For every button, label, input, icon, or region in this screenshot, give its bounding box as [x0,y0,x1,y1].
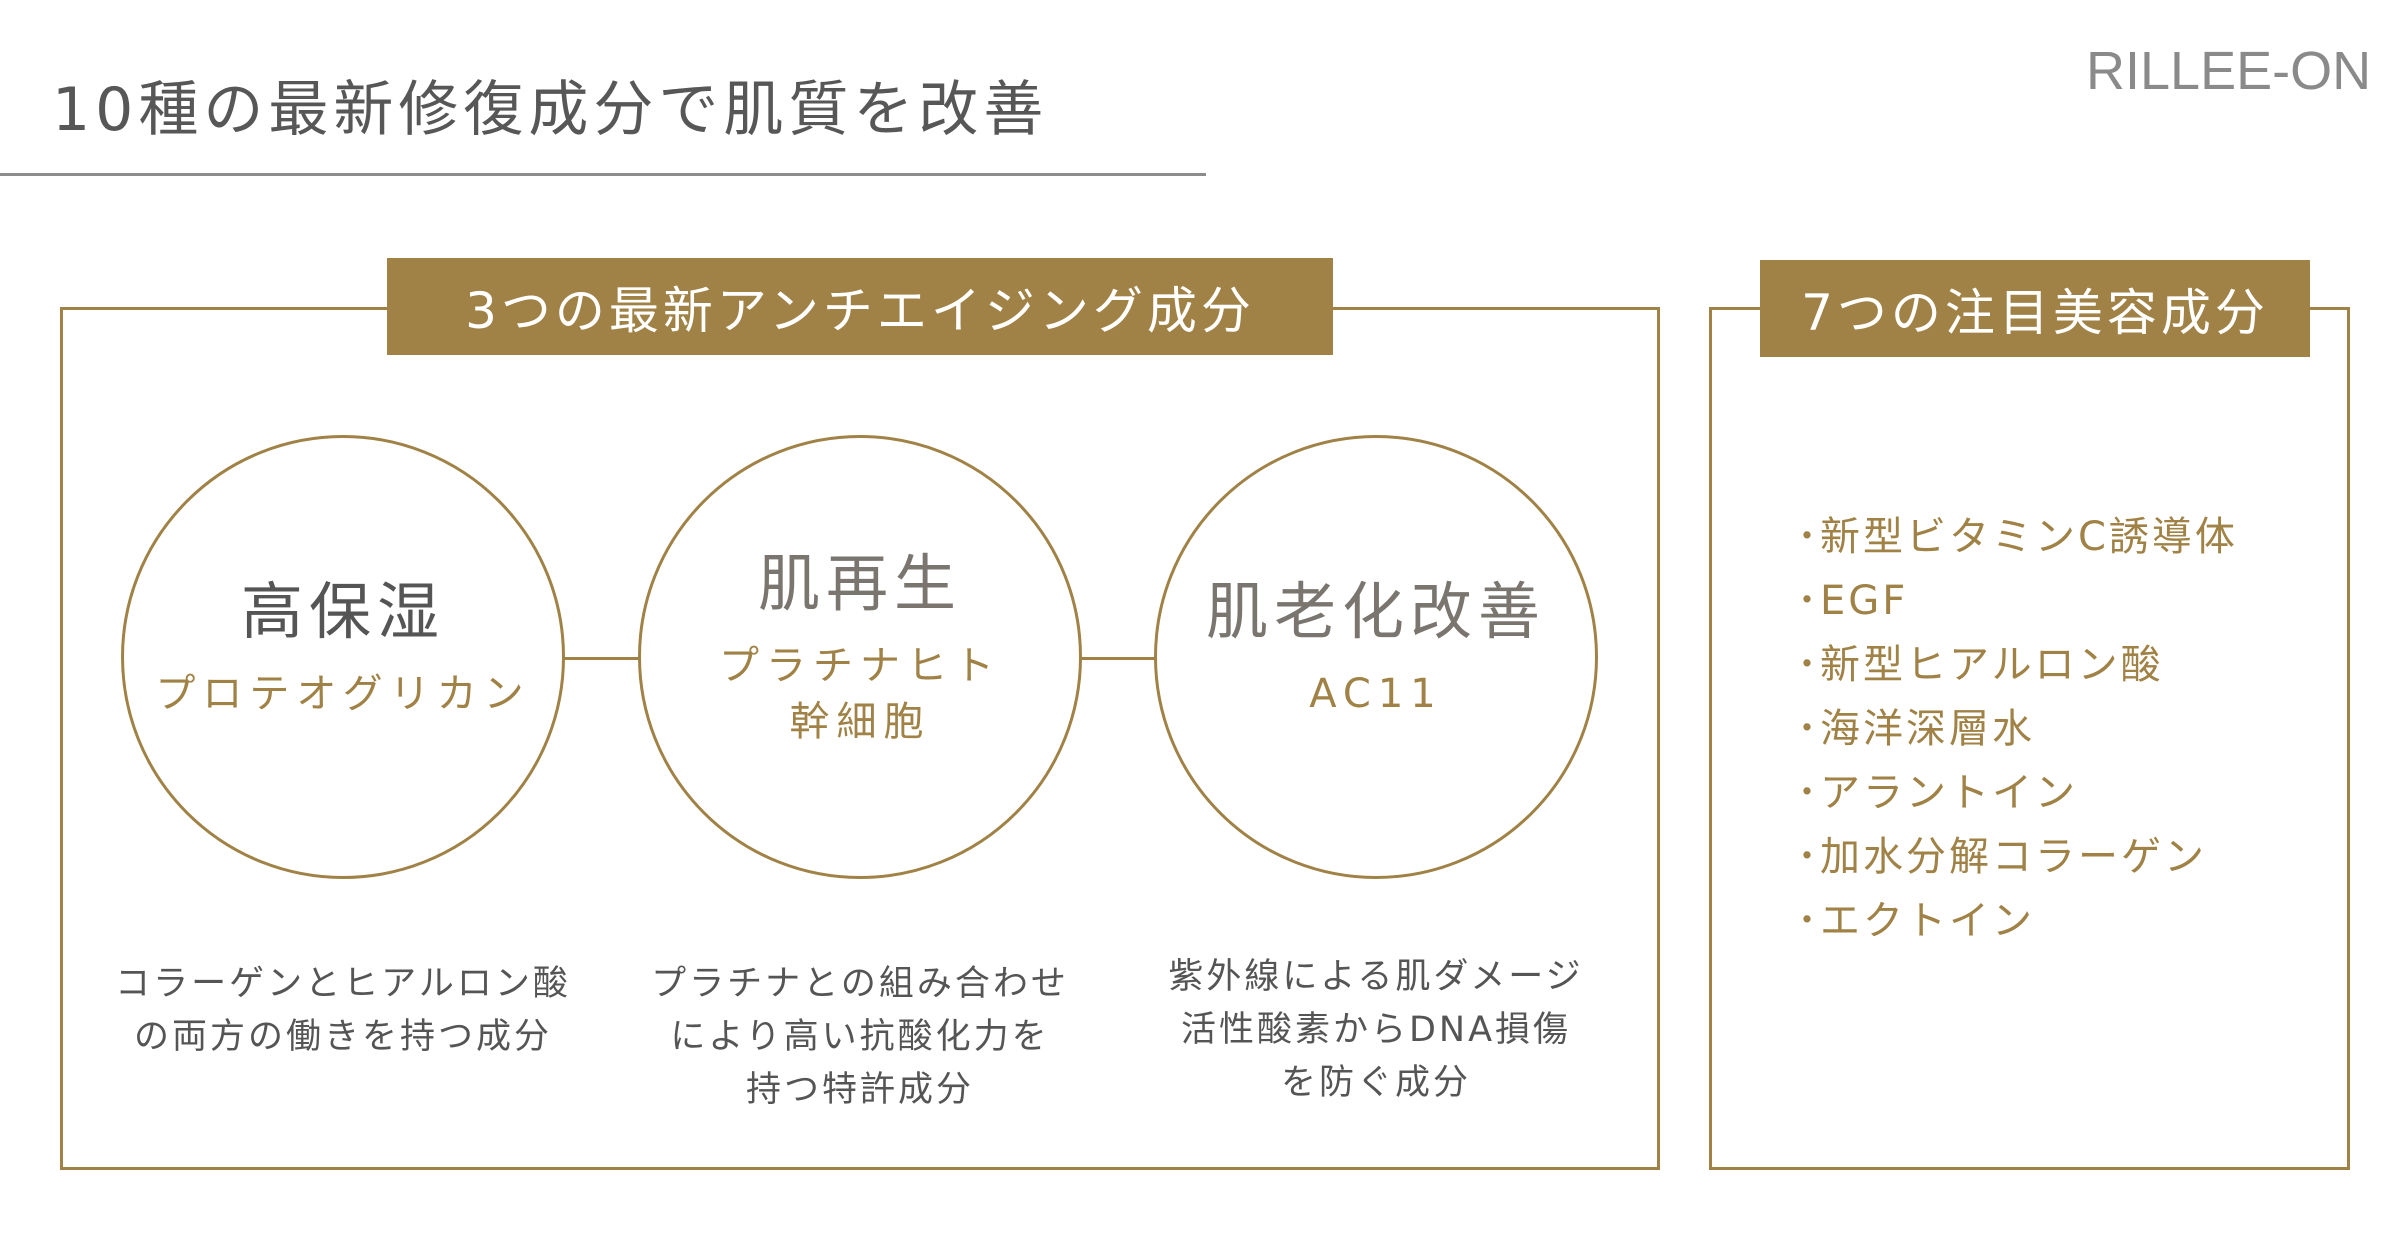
ingredient-label: 新型ヒアルロン酸 [1820,642,2164,688]
list-item: ・EGF [1790,569,2238,633]
brand-logo: RILLEE-ON [2086,41,2372,101]
list-item: ・アラントイン [1790,761,2238,825]
list-item: ・加水分解コラーゲン [1790,825,2238,889]
list-item: ・新型ビタミンC誘導体 [1790,505,2238,569]
ingredient-name: AC11 [1309,671,1443,717]
bullet-icon: ・ [1790,837,1827,877]
circle-connector [1081,657,1156,660]
list-item: ・新型ヒアルロン酸 [1790,633,2238,697]
beauty-heading-label: 7つの注目美容成分 [1801,283,2269,342]
beauty-ingredients-heading: 7つの注目美容成分 [1760,260,2310,357]
list-item: ・海洋深層水 [1790,697,2238,761]
ingredient-circle-regeneration: 肌再生 プラチナヒト 幹細胞 [638,435,1082,879]
list-item: ・エクトイン [1790,889,2238,953]
ingredient-label: EGF [1820,578,1909,624]
bullet-icon: ・ [1790,901,1827,941]
ingredient-label: 新型ビタミンC誘導体 [1820,514,2238,560]
anti-aging-heading-label: 3つの最新アンチエイジング成分 [465,281,1255,340]
ingredient-circle-moisture: 高保湿 プロテオグリカン [121,435,565,879]
ingredient-name: プラチナヒト 幹細胞 [719,643,1001,745]
ingredient-label: アラントイン [1820,770,2078,816]
bullet-icon: ・ [1790,773,1827,813]
ingredient-description: 紫外線による肌ダメージ 活性酸素からDNA損傷 を防ぐ成分 [1168,957,1584,1103]
ingredient-circle-anti-aging: 肌老化改善 AC11 [1154,435,1598,879]
bullet-icon: ・ [1790,645,1827,685]
circle-connector [564,657,639,660]
benefit-title: 肌再生 [757,547,962,620]
anti-aging-heading: 3つの最新アンチエイジング成分 [387,258,1333,355]
ingredient-name: プロテオグリカン [155,671,531,717]
ingredient-label: 海洋深層水 [1820,706,2035,752]
title-underline [0,173,1206,176]
bullet-icon: ・ [1790,709,1827,749]
ingredient-label: エクトイン [1820,898,2035,944]
ingredient-description: コラーゲンとヒアルロン酸 の両方の働きを持つ成分 [115,964,571,1057]
beauty-ingredient-list: ・新型ビタミンC誘導体 ・EGF ・新型ヒアルロン酸 ・海洋深層水 ・アラントイ… [1790,505,2238,953]
ingredient-description: プラチナとの組み合わせ により高い抗酸化力を 持つ特許成分 [651,964,1069,1110]
ingredient-label: 加水分解コラーゲン [1820,834,2207,880]
page-title: 10種の最新修復成分で肌質を改善 [52,75,1049,145]
bullet-icon: ・ [1790,581,1827,621]
benefit-title: 高保湿 [240,575,445,648]
bullet-icon: ・ [1790,517,1827,557]
benefit-title: 肌老化改善 [1205,575,1546,648]
